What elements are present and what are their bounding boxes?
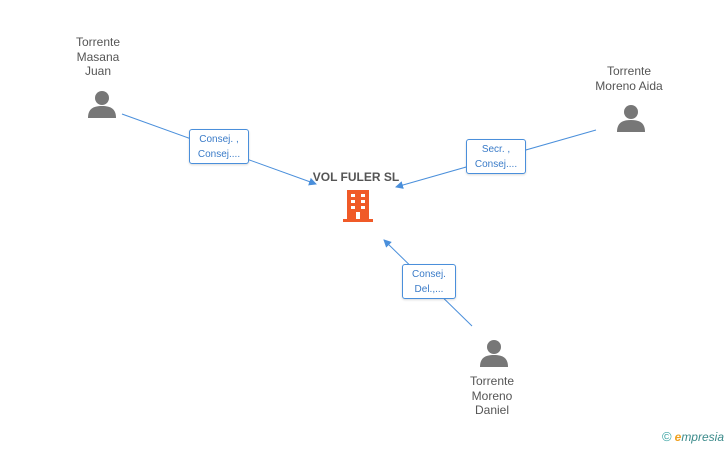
role-line: Consej. [412, 269, 446, 280]
person-icon[interactable] [479, 338, 509, 368]
person-icon[interactable] [87, 89, 117, 119]
person-name-aida[interactable]: Torrente Moreno Aida [595, 64, 663, 93]
company-name[interactable]: VOL FULER SL [312, 170, 400, 184]
brand-logo: empresia [674, 429, 724, 444]
role-line: Consej.... [197, 149, 241, 160]
role-box-daniel[interactable]: Consej. Del.,... [402, 264, 456, 299]
person-name-daniel[interactable]: Torrente Moreno Daniel [469, 374, 515, 417]
person-name-juan[interactable]: Torrente Masana Juan [75, 35, 121, 78]
watermark: © empresia [662, 429, 724, 444]
building-icon[interactable] [341, 188, 375, 224]
copyright-icon: © [662, 429, 672, 444]
role-box-aida[interactable]: Secr. , Consej.... [466, 139, 526, 174]
role-line: Consej. , [199, 134, 239, 145]
role-line: Consej.... [474, 159, 518, 170]
role-line: Del.,... [414, 284, 444, 295]
role-box-juan[interactable]: Consej. , Consej.... [189, 129, 249, 164]
role-line: Secr. , [481, 144, 511, 155]
person-icon[interactable] [616, 103, 646, 133]
